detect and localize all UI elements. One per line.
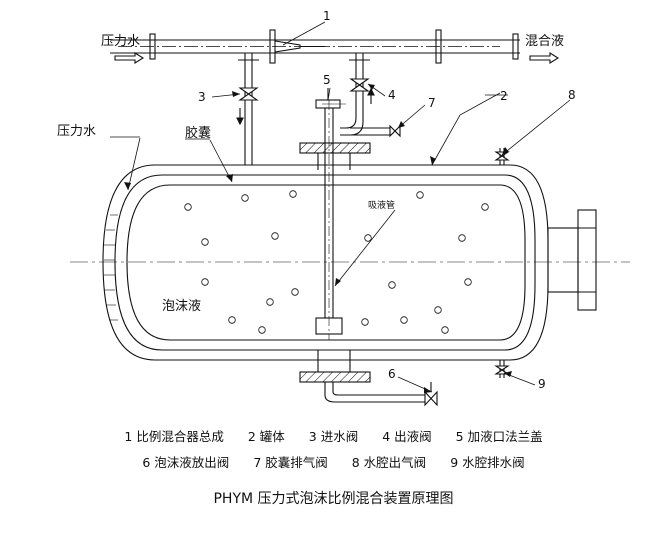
valve-3-icon <box>238 87 259 101</box>
valve-4-icon <box>349 78 370 92</box>
callout-3: 3 <box>198 90 206 104</box>
callout-1: 1 <box>323 9 331 23</box>
callout-2: 2 <box>500 89 508 103</box>
water-inlet-pipe <box>238 53 259 165</box>
foam-bubbles <box>184 190 489 334</box>
label-pressure-water-vessel: 压力水 <box>57 124 96 139</box>
flow-arrow-up-icon <box>367 87 375 104</box>
top-flange <box>299 142 371 170</box>
label-pressure-water-in: 压力水 <box>101 34 140 49</box>
callout-7: 7 <box>428 96 436 110</box>
legend-item-9: 9 水腔排水阀 <box>450 455 525 470</box>
wall-hatch <box>104 214 118 321</box>
figure-caption: PHYM 压力式泡沫比例混合装置原理图 <box>213 491 454 507</box>
side-flange <box>547 209 597 311</box>
legend-item-6: 6 泡沫液放出阀 <box>142 455 230 470</box>
callout-5: 5 <box>323 73 331 87</box>
outlet-arrow <box>529 52 560 64</box>
leader-lines <box>110 21 571 393</box>
legend-item-5: 5 加液口法兰盖 <box>455 429 543 444</box>
filler-flange-5 <box>315 88 346 109</box>
outlet-bend <box>340 108 357 129</box>
legend-item-2: 2 罐体 <box>247 429 285 444</box>
callout-4: 4 <box>388 88 396 102</box>
valve-8-icon <box>494 148 510 165</box>
suction-tube <box>315 100 343 340</box>
label-foam-liquid: 泡沫液 <box>162 299 201 314</box>
tank-body <box>102 164 549 361</box>
leader-arrowheads <box>124 84 512 393</box>
label-suction-tube: 吸液管 <box>368 199 395 211</box>
callout-6: 6 <box>388 367 396 381</box>
bladder-vent-line <box>350 124 401 138</box>
label-bladder: 胶囊 <box>185 125 211 141</box>
bottom-flange <box>299 350 425 403</box>
label-mixed-liquid-out: 混合液 <box>525 34 564 49</box>
inlet-arrow <box>114 52 145 64</box>
valve-9-icon <box>494 360 510 378</box>
valve-6-icon <box>424 382 438 407</box>
legend-row-1: 1 比例混合器总成 2 罐体 3 进水阀 4 出液阀 5 加液口法兰盖 <box>0 426 667 445</box>
callout-9: 9 <box>538 377 546 391</box>
legend-row-2: 6 泡沫液放出阀 7 胶囊排气阀 8 水腔出气阀 9 水腔排水阀 <box>0 452 667 471</box>
flow-arrow-down-icon <box>236 108 244 126</box>
main-pipe <box>110 29 520 64</box>
legend-item-7: 7 胶囊排气阀 <box>253 455 328 470</box>
legend-item-3: 3 进水阀 <box>308 429 359 444</box>
legend-item-1: 1 比例混合器总成 <box>124 429 224 444</box>
callout-8: 8 <box>568 88 576 102</box>
legend-item-4: 4 出液阀 <box>382 429 432 444</box>
legend-item-8: 8 水腔出气阀 <box>351 455 427 470</box>
schematic-diagram: 压力水 混合液 压力水 胶囊 吸液管 泡沫液 1 2 3 4 5 6 7 8 9 <box>57 9 630 407</box>
